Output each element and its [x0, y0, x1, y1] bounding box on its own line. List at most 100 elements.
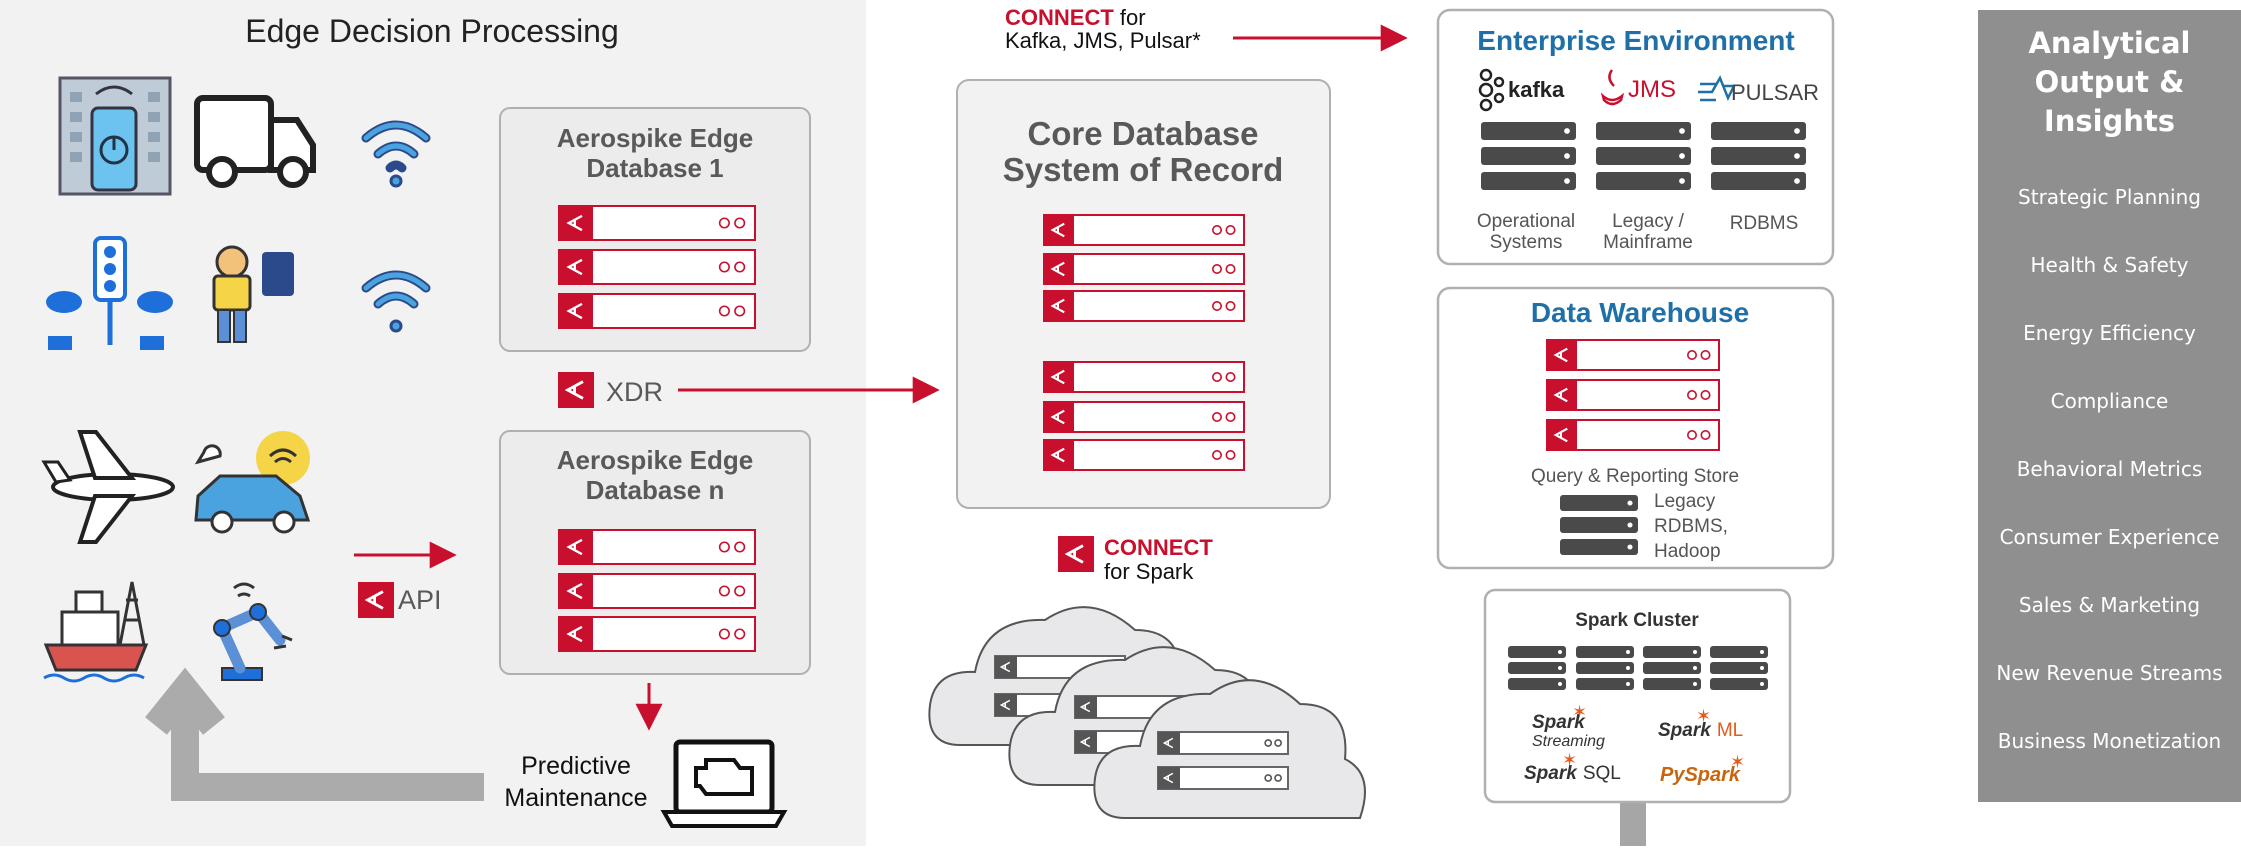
- server-unit: [1560, 495, 1638, 511]
- kafka-logo: kafka: [1478, 68, 1565, 112]
- insights-list: Strategic Planning Health & Safety Energ…: [1978, 163, 2241, 775]
- smart-building-icon: [58, 76, 172, 196]
- server-unit: [1508, 646, 1566, 658]
- wifi-icon: [361, 120, 431, 188]
- insight-item: Behavioral Metrics: [2016, 457, 2203, 481]
- edge-db-1-title: Aerospike Edge: [557, 123, 754, 153]
- spark-streaming-logo: Spark Streaming ✶: [1532, 702, 1605, 750]
- cloud-cluster-back: [928, 606, 1201, 746]
- connected-car-icon: [194, 431, 311, 534]
- server-unit: [1560, 517, 1638, 533]
- svg-text:✶: ✶: [1572, 702, 1587, 722]
- connect-spark-label: for Spark: [1104, 559, 1194, 584]
- oil-rig-ship-icon: [43, 581, 149, 683]
- server-unit: [1643, 678, 1701, 690]
- pulsar-logo: PULSAR: [1698, 75, 1819, 105]
- edge-title: Edge Decision Processing: [245, 13, 619, 49]
- query-store-label: Query & Reporting Store: [1531, 466, 1739, 487]
- jms-label: JMS: [1628, 76, 1676, 103]
- cloud-cluster-front: [1093, 679, 1366, 819]
- core-db-title: Core Database: [1027, 115, 1258, 152]
- feedback-arrow: [145, 667, 484, 801]
- truck-icon: [194, 95, 316, 188]
- server-row: [1546, 419, 1720, 451]
- rdbms-label: RDBMS: [1730, 213, 1799, 234]
- connect-spark-brand: CONNECT: [1104, 535, 1213, 560]
- insight-item: Compliance: [2050, 389, 2169, 413]
- server-unit: [1596, 172, 1691, 190]
- server-row: [558, 573, 756, 609]
- kafka-label: kafka: [1508, 77, 1565, 102]
- server-unit: [1710, 646, 1768, 658]
- server-unit: [1576, 646, 1634, 658]
- server-row: [1546, 339, 1720, 371]
- server-unit: [1596, 147, 1691, 165]
- server-unit: [1576, 662, 1634, 674]
- legacy-mainframe-label-2: Mainframe: [1603, 232, 1693, 253]
- insight-item: Business Monetization: [1997, 729, 2222, 753]
- sidebar-title-line: Insights: [2043, 104, 2176, 138]
- airplane-icon: [41, 430, 175, 544]
- legacy-mainframe-label: Legacy /: [1612, 211, 1685, 232]
- server-unit: [1576, 678, 1634, 690]
- spark-cluster-box: [1483, 588, 1792, 804]
- edge-db-1-subtitle: Database 1: [586, 153, 723, 183]
- warehouse-title: Data Warehouse: [1531, 297, 1749, 328]
- edge-db-n-title: Aerospike Edge: [557, 445, 754, 475]
- server-unit: [1710, 662, 1768, 674]
- insight-item: New Revenue Streams: [1996, 661, 2223, 685]
- connect-kafka-line2: Kafka, JMS, Pulsar*: [1005, 28, 1201, 53]
- server-row: [1043, 290, 1245, 322]
- insight-item: Sales & Marketing: [2018, 593, 2201, 617]
- server-row: [558, 293, 756, 329]
- core-db-subtitle: System of Record: [1003, 151, 1284, 188]
- server-unit: [1481, 172, 1576, 190]
- operational-systems-label: Operational: [1477, 211, 1575, 232]
- spark-cluster-title: Spark Cluster: [1575, 610, 1699, 631]
- server-row: [558, 616, 756, 652]
- insight-item: Consumer Experience: [1999, 525, 2220, 549]
- hadoop-label: Hadoop: [1654, 541, 1721, 562]
- server-unit: [1481, 147, 1576, 165]
- server-unit: [1643, 646, 1701, 658]
- enterprise-title: Enterprise Environment: [1477, 25, 1794, 56]
- server-unit: [1508, 662, 1566, 674]
- svg-text:PySpark: PySpark: [1660, 764, 1741, 786]
- insight-item: Strategic Planning: [2018, 185, 2201, 209]
- pulsar-label: PULSAR: [1731, 80, 1819, 105]
- server-unit: [1481, 122, 1576, 140]
- svg-text:Spark: Spark: [1532, 712, 1586, 733]
- pyspark-logo: PySpark ✶: [1660, 752, 1745, 786]
- maintenance-label: Maintenance: [504, 784, 647, 812]
- insight-item: Health & Safety: [2030, 253, 2189, 277]
- server-row: [558, 529, 756, 565]
- robot-arm-icon: [213, 582, 293, 681]
- server-unit: [1710, 678, 1768, 690]
- svg-text:✶: ✶: [1730, 752, 1745, 772]
- server-unit: [1711, 172, 1806, 190]
- server-row: [1546, 379, 1720, 411]
- traffic-light-icon: [46, 236, 173, 350]
- spark-connector-bar: [1620, 800, 1646, 846]
- server-unit: [1508, 678, 1566, 690]
- predictive-label: Predictive: [521, 752, 631, 780]
- server-row: [558, 249, 756, 285]
- sidebar-title-line: Analytical: [2028, 26, 2191, 60]
- svg-text:✶: ✶: [1696, 706, 1711, 726]
- server-row: [1043, 439, 1245, 471]
- server-row: [1043, 214, 1245, 246]
- svg-text:✶: ✶: [1562, 750, 1577, 770]
- server-row: [1043, 361, 1245, 393]
- server-unit: [1711, 147, 1806, 165]
- server-unit: [1711, 122, 1806, 140]
- server-row: [1157, 731, 1289, 755]
- sidebar-title-line: Output &: [2034, 65, 2185, 99]
- connect-kafka-line1: CONNECT for: [1005, 5, 1146, 30]
- server-unit: [1643, 662, 1701, 674]
- sidebar-title: Analytical Output & Insights: [1998, 24, 2221, 141]
